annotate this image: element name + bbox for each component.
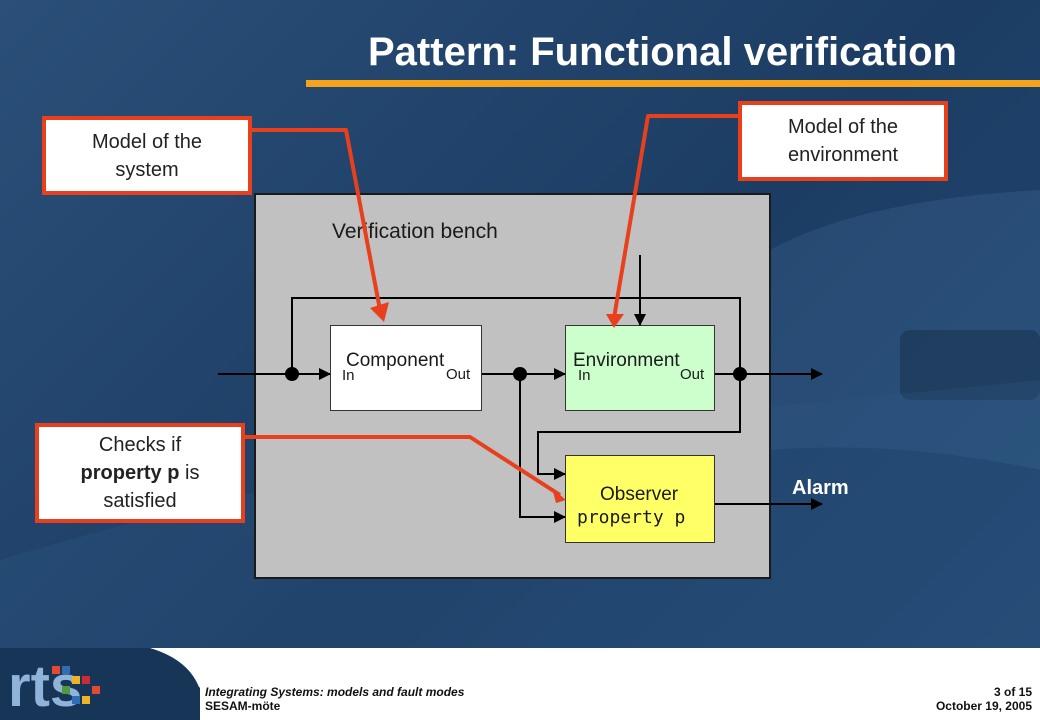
footer-left: Integrating Systems: models and fault mo… <box>205 685 464 713</box>
callout-line: satisfied <box>103 490 177 512</box>
observer-property-label: property p <box>577 507 686 528</box>
system-pointer-head <box>370 302 389 322</box>
top-loop-line <box>291 297 741 374</box>
observer-block <box>565 455 715 543</box>
component-block <box>330 325 482 411</box>
component-label: Component <box>346 350 445 371</box>
environment-callout-pointer <box>612 114 738 319</box>
callout-line: is <box>179 462 200 484</box>
rts-logo-icon: rts <box>8 654 100 716</box>
checks-pointer-head <box>552 488 566 503</box>
component-in-port: In <box>342 367 355 384</box>
callout-line: Checks if <box>98 434 182 456</box>
callout-line: Model of the <box>91 130 203 153</box>
environment-pointer-head <box>606 314 624 328</box>
footer-presentation-title: Integrating Systems: models and fault mo… <box>205 685 465 699</box>
environment-label: Environment <box>573 350 680 371</box>
footer-event-name: SESAM-möte <box>205 699 281 713</box>
component-out-port: Out <box>446 366 471 383</box>
verification-bench-label: Verification bench <box>332 220 498 243</box>
environment-out-port: Out <box>680 366 705 383</box>
callout-model-of-system: Model of the system <box>42 116 252 195</box>
junction-dot <box>285 367 299 381</box>
footer-right: 3 of 15 October 19, 2005 <box>900 685 1032 713</box>
component-to-observer-arrow <box>519 374 566 523</box>
footer-date: October 19, 2005 <box>935 699 1032 713</box>
callout-line: system <box>115 158 179 181</box>
footer-page-number: 3 of 15 <box>993 685 1032 699</box>
slide-title: Pattern: Functional verification <box>368 30 957 74</box>
junction-dot <box>733 367 747 381</box>
callout-line: Model of the <box>787 116 899 138</box>
callout-model-of-environment: Model of the environment <box>738 101 948 181</box>
junction-dot <box>513 367 527 381</box>
alarm-label: Alarm <box>792 477 849 499</box>
title-rule <box>306 80 1040 87</box>
environment-in-port: In <box>578 367 591 384</box>
system-callout-pointer <box>252 128 382 311</box>
rts-logo: rts <box>6 652 116 716</box>
environment-to-observer-arrow <box>537 374 741 480</box>
svg-text:rts: rts <box>8 654 82 716</box>
callout-line: environment <box>787 144 899 166</box>
callout-checks-property: Checks if property p is satisfied <box>35 423 245 523</box>
callout-bold-text: property p <box>80 462 180 484</box>
observer-label: Observer <box>600 484 679 505</box>
checks-callout-pointer <box>245 435 562 497</box>
